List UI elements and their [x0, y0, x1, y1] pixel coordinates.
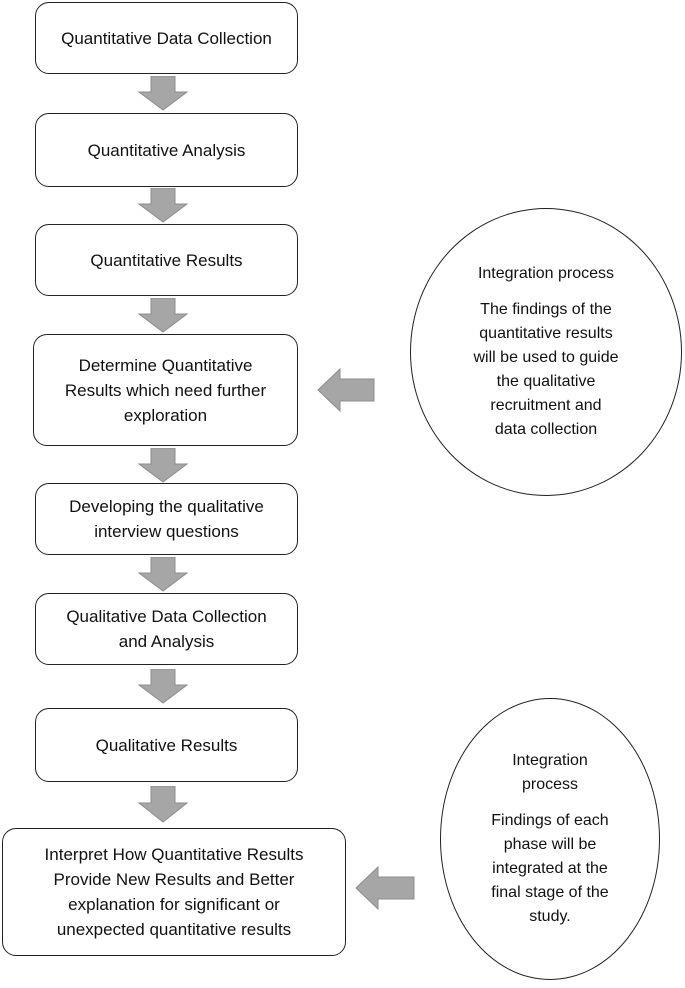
- step-label: Qualitative Results: [95, 735, 238, 755]
- step-developing-questions: Developing the qualitative interview que…: [35, 483, 298, 555]
- step-label: Qualitative Data Collection and Analysis: [66, 607, 267, 651]
- step-label: Determine Quantitative Results which nee…: [64, 355, 267, 425]
- step-label: Quantitative Analysis: [87, 140, 246, 160]
- down-arrow-5: [137, 557, 189, 592]
- down-arrow-2: [137, 188, 189, 223]
- integration-body: The findings of the quantitative results…: [473, 301, 619, 438]
- down-arrow-3: [137, 298, 189, 333]
- integration-title: Integration process: [512, 752, 588, 793]
- down-arrow-4: [137, 448, 189, 483]
- integration-body: Findings of each phase will be integrate…: [491, 812, 609, 925]
- step-label: Developing the qualitative interview que…: [69, 497, 264, 541]
- step-label: Quantitative Results: [90, 250, 243, 270]
- left-arrow-integration-2: [355, 866, 415, 910]
- step-quantitative-data-collection: Quantitative Data Collection: [35, 2, 298, 74]
- integration-ellipse-2: Integration process Findings of each pha…: [440, 698, 660, 980]
- down-arrow-1: [137, 76, 189, 111]
- down-arrow-7: [137, 786, 189, 823]
- integration-title: Integration process: [477, 265, 615, 282]
- step-interpret-results: Interpret How Quantitative Results Provi…: [2, 828, 346, 956]
- step-qualitative-data-collection: Qualitative Data Collection and Analysis: [35, 593, 298, 665]
- step-determine-results: Determine Quantitative Results which nee…: [33, 334, 298, 446]
- integration-ellipse-1: Integration process The findings of the …: [410, 208, 682, 496]
- left-arrow-integration-1: [317, 368, 375, 412]
- step-quantitative-analysis: Quantitative Analysis: [35, 113, 298, 187]
- down-arrow-6: [137, 669, 189, 704]
- step-qualitative-results: Qualitative Results: [35, 708, 298, 782]
- step-quantitative-results: Quantitative Results: [35, 224, 298, 296]
- step-label: Quantitative Data Collection: [61, 28, 272, 48]
- step-label: Interpret How Quantitative Results Provi…: [44, 845, 304, 939]
